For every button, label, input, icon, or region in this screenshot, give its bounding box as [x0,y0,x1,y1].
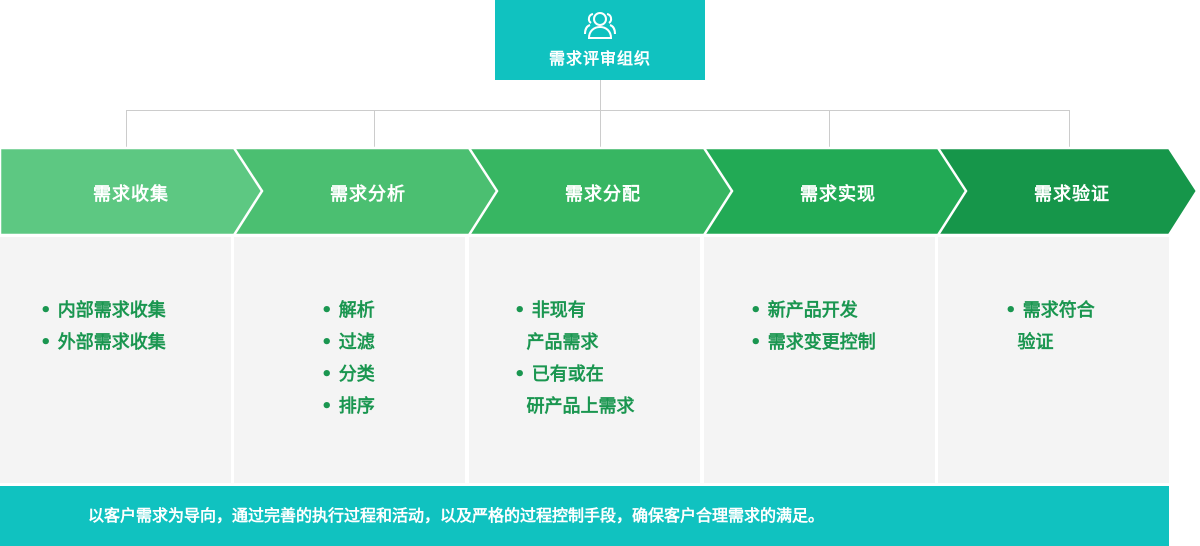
stage-label: 需求收集 [93,184,169,205]
stage-label: 需求实现 [800,184,876,205]
stage-arrow [0,146,264,237]
stage-panel: • 需求符合 验证 [938,237,1169,483]
users-icon [584,12,616,39]
review-org-title: 需求评审组织 [548,49,651,68]
stage-label: 需求验证 [1034,184,1110,205]
footer-banner: 以客户需求为导向，通过完善的执行过程和活动，以及严格的过程控制手段，确保客户合理… [0,486,1169,546]
stage-item: • 内部需求收集 [40,300,166,321]
stage-panel: • 新产品开发 • 需求变更控制 [704,237,935,483]
stage-item-list: • 需求符合 验证 [1005,295,1095,359]
stage-item: 产品需求 [514,332,599,353]
stage-item: • 新产品开发 [750,300,858,321]
stage-item-list: • 非现有 产品需求 • 已有或在 研产品上需求 [514,295,635,423]
stage-item: • 排序 [321,396,375,417]
stage-panel: • 内部需求收集 • 外部需求收集 [0,237,231,483]
stage-item: • 外部需求收集 [40,332,166,353]
stage-item: • 解析 [321,300,375,321]
connector-lines [126,80,1070,148]
stage-label: 需求分配 [565,184,641,205]
stage-item: • 过滤 [321,332,375,353]
stage-item: 研产品上需求 [514,396,635,417]
stage-item-list: • 内部需求收集 • 外部需求收集 [40,295,166,359]
stage-item-list: • 解析 • 过滤 • 分类 • 排序 [321,295,375,423]
stage-item: • 已有或在 [514,364,604,385]
stage-arrows [0,146,1199,237]
stage-item: • 需求变更控制 [750,332,876,353]
stage-label: 需求分析 [330,184,406,205]
stage-panel: • 非现有 产品需求 • 已有或在 研产品上需求 [469,237,700,483]
stage-item: 验证 [1005,332,1054,353]
stage-item: • 分类 [321,364,375,385]
stage-item: • 需求符合 [1005,300,1095,321]
review-org-box: 需求评审组织 [495,0,705,80]
stage-item-list: • 新产品开发 • 需求变更控制 [750,295,876,359]
stage-item: • 非现有 [514,300,586,321]
stage-panel: • 解析 • 过滤 • 分类 • 排序 [234,237,465,483]
